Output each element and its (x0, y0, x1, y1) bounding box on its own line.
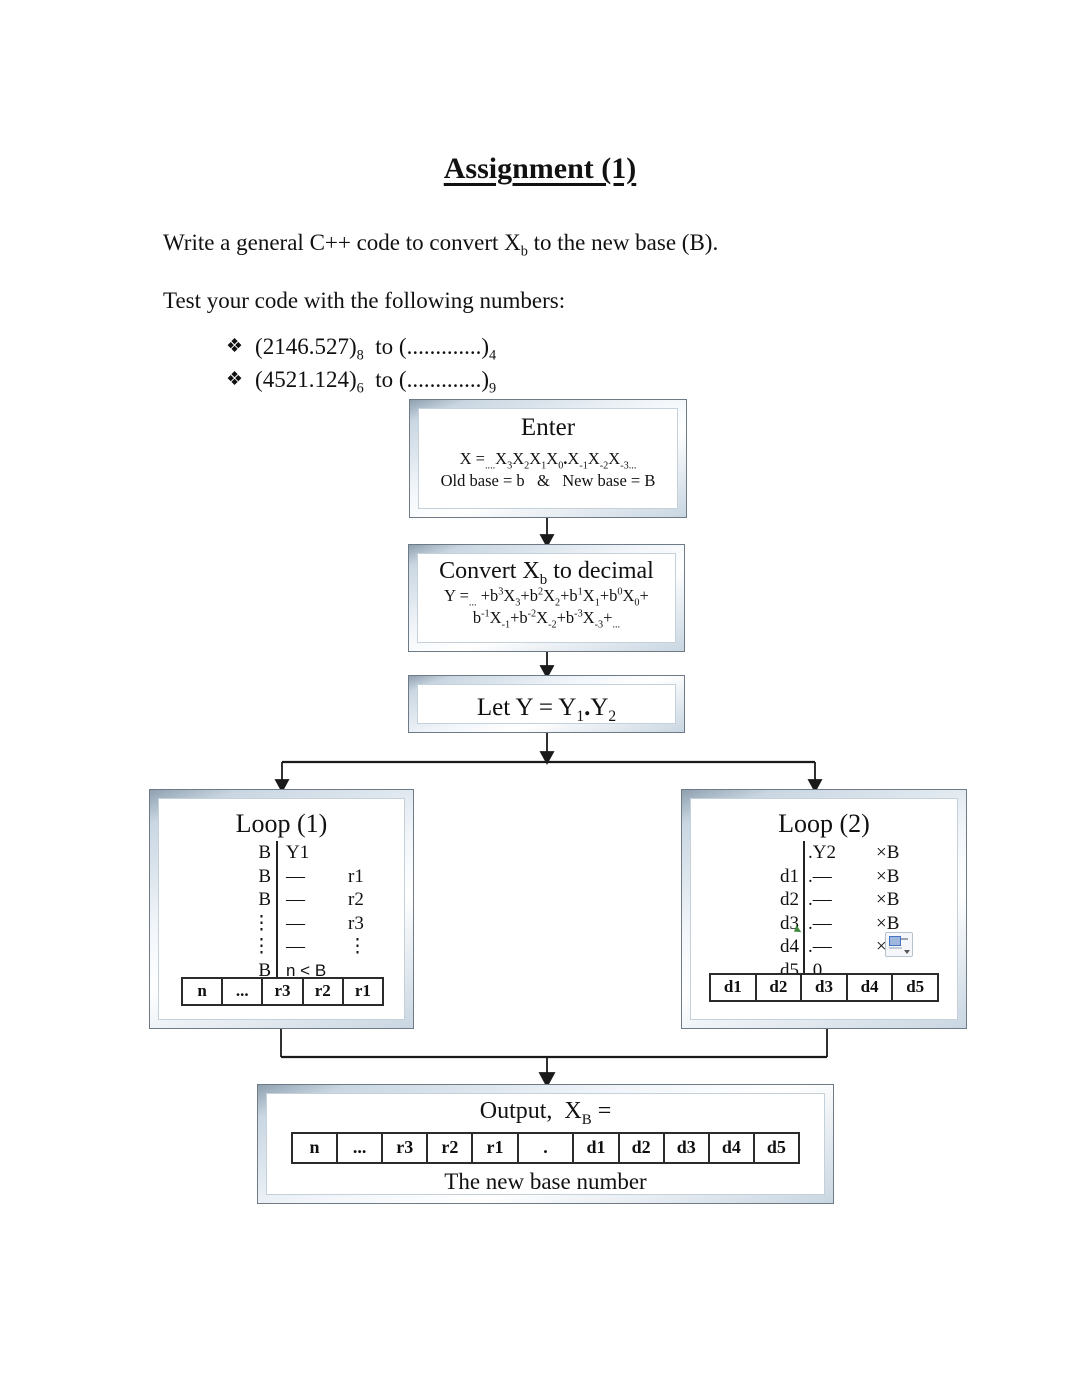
intro-paragraph: Write a general C++ code to convert Xb t… (163, 230, 719, 260)
table-cell: r3 (381, 1134, 426, 1162)
table-cell: d5 (752, 1134, 798, 1162)
table-cell: d2 (754, 975, 801, 1000)
multiplication-row: d3.—×B (780, 911, 900, 935)
page-title: Assignment (1) (443, 152, 637, 185)
division-row: B—r1 (258, 864, 364, 888)
table-cell: d1 (723, 977, 742, 996)
enter-box: Enter X =....X3X2X1X0.X-1X-2X-3... Old b… (409, 399, 687, 518)
table-cell: n (197, 981, 207, 1000)
loop2-result-table: d1 d2 d3 d4 d5 (709, 973, 939, 1002)
diamond-bullet-icon: ❖ (226, 369, 244, 390)
convert-formula-line1: Y =... +b3X3+b2X2+b1X1+b0X0+ (444, 586, 649, 609)
table-cell: d4 (707, 1134, 753, 1162)
enter-formula-x: X =....X3X2X1X0.X-1X-2X-3... (459, 449, 637, 472)
diamond-bullet-icon: ❖ (226, 336, 244, 357)
output-result-table: n ... r3 r2 r1 . d1 d2 d3 d4 d5 (291, 1132, 800, 1164)
paste-icon-line (889, 947, 902, 949)
division-row: ⋮—⋮ (252, 935, 367, 959)
output-caption: The new base number (444, 1169, 647, 1194)
let-box-text: Let Y = Y1.Y2 (476, 694, 617, 725)
table-cell: d4 (845, 975, 892, 1000)
paste-options-icon[interactable] (885, 932, 913, 957)
convert-formula-line2: b-1X-1+b-2X-2+b-3X-3+... (472, 608, 621, 631)
convert-box-title: Convert Xb to decimal (439, 558, 654, 588)
loop2-box: Loop (2) .Y2×B d1.—×B d2.—×B d3.—×B d4.—… (681, 789, 967, 1029)
paste-icon-clipboard (889, 936, 901, 946)
bullet-text: (4521.124)6 to (.............)9 (255, 367, 497, 397)
enter-formula-bases: Old base = b & New base = B (440, 471, 656, 490)
test-paragraph: Test your code with the following number… (163, 288, 566, 313)
table-cell: d3 (662, 1134, 708, 1162)
convert-box: Convert Xb to decimal Y =... +b3X3+b2X2+… (408, 544, 685, 652)
loop2-title: Loop (2) (778, 809, 870, 838)
bullet-text: (2146.527)8 to (.............)4 (255, 334, 497, 364)
table-cell: r2 (426, 1134, 471, 1162)
loop1-result-table: n ... r3 r2 r1 (181, 977, 384, 1006)
table-cell: d3 (800, 975, 846, 1000)
table-cell: d5 (891, 975, 937, 1000)
output-box: Output, XB = n ... r3 r2 r1 . d1 d2 d3 d… (257, 1084, 834, 1204)
multiplication-row: .Y2×B (763, 841, 920, 865)
loop1-title: Loop (1) (235, 809, 328, 838)
table-cell: d1 (572, 1134, 617, 1162)
multiplication-row: d1.—×B (780, 864, 900, 888)
output-title: Output, XB = (479, 1098, 612, 1128)
chevron-down-icon (904, 950, 910, 954)
table-cell: r1 (471, 1134, 516, 1162)
table-cell: . (516, 1134, 573, 1162)
loop2-multiplication-diagram: .Y2×B d1.—×B d2.—×B d3.—×B d4.—×B d5.0 (763, 841, 920, 982)
table-cell: n (309, 1137, 320, 1157)
table-cell: r3 (261, 979, 301, 1004)
multiplication-row: d2.—×B (780, 888, 900, 912)
division-row: ⋮—r3 (252, 911, 364, 935)
table-cell: ... (336, 1134, 381, 1162)
let-box: Let Y = Y1.Y2 (408, 675, 685, 733)
table-cell: r2 (301, 979, 342, 1004)
table-cell: ... (221, 979, 261, 1004)
table-cell: d2 (617, 1134, 663, 1162)
division-row: B—r2 (258, 888, 364, 912)
paste-icon-line (901, 938, 908, 940)
list-item: ❖ (2146.527)8 to (.............)4 (203, 308, 496, 386)
enter-box-title: Enter (520, 414, 576, 441)
list-item: ❖ (4521.124)6 to (.............)9 (203, 341, 496, 419)
table-cell: r1 (341, 979, 382, 1004)
